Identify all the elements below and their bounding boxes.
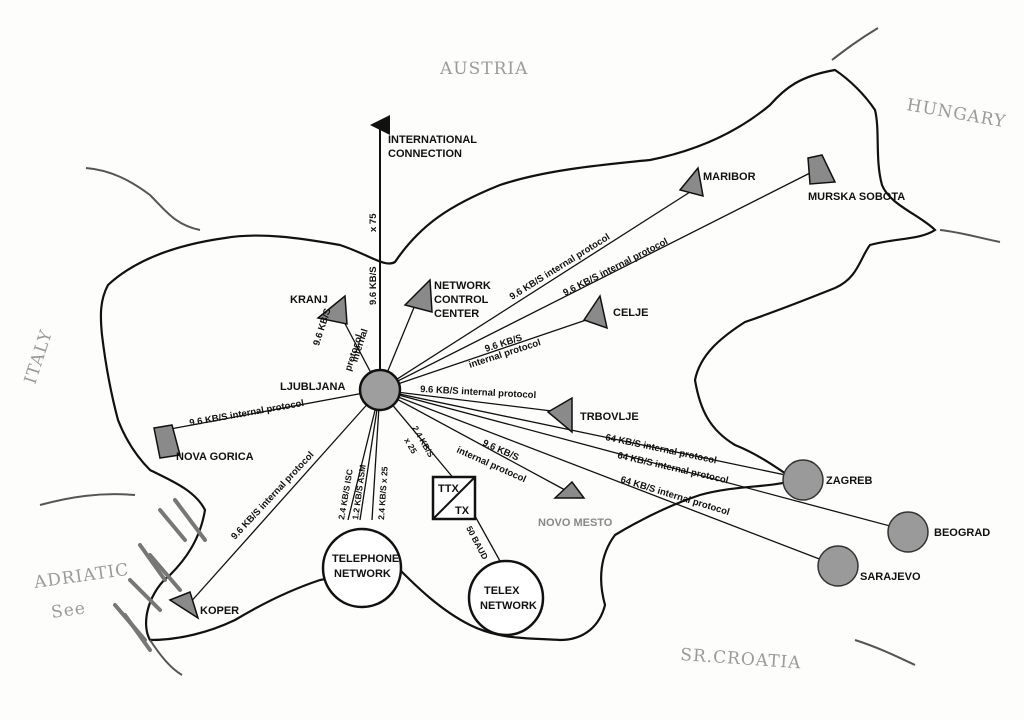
trbovlje-link-label: 9.6 KB/S internal protocol bbox=[420, 384, 537, 401]
ncc-label-3: CENTER bbox=[434, 308, 479, 320]
ttx-label: TTX bbox=[438, 483, 459, 495]
international-label-1: INTERNATIONAL bbox=[388, 134, 477, 146]
river-line bbox=[854, 639, 916, 666]
telephone-label-1: TELEPHONE bbox=[332, 553, 399, 565]
croatia-label: SR.CROATIA bbox=[680, 645, 802, 673]
trbovlje-label: TRBOVLJE bbox=[580, 411, 639, 423]
trbovlje-terminal-icon bbox=[546, 396, 573, 434]
link-lines bbox=[164, 115, 906, 606]
telephone-network-node bbox=[321, 527, 403, 609]
ncc-label-2: CONTROL bbox=[434, 294, 489, 306]
nova-gorica-link-label: 9.6 KB/S internal protocol bbox=[189, 398, 305, 429]
sea-label: See bbox=[50, 598, 87, 623]
coast-hatching bbox=[113, 498, 207, 652]
hungary-label: HUNGARY bbox=[905, 95, 1007, 132]
austria-label: AUSTRIA bbox=[439, 59, 528, 79]
murska-link-label: 9.6 KB/S internal protocol bbox=[561, 236, 669, 299]
kranj-terminal-icon bbox=[316, 294, 348, 325]
telex-baud-label: 50 BAUD bbox=[464, 524, 490, 561]
intl-link-mult: x 75 bbox=[368, 213, 379, 232]
river-line bbox=[939, 229, 1001, 243]
kranj-label: KRANJ bbox=[290, 294, 328, 306]
river-line bbox=[831, 27, 879, 61]
sarajevo-node bbox=[817, 545, 859, 587]
river-line bbox=[149, 639, 183, 676]
telex-label-2: NETWORK bbox=[480, 600, 537, 612]
telex-network-node bbox=[467, 559, 545, 637]
koper-link-label: 9.6 KB/S internal protocol bbox=[229, 450, 316, 542]
italy-label: ITALY bbox=[21, 327, 57, 386]
koper-terminal-icon bbox=[168, 591, 200, 620]
beograd-node bbox=[887, 511, 929, 553]
maribor-terminal-icon bbox=[678, 166, 704, 198]
novo-mesto-label: NOVO MESTO bbox=[538, 517, 613, 529]
zagreb-node bbox=[782, 459, 824, 501]
telephone-label-2: NETWORK bbox=[334, 568, 391, 580]
ljubljana-label: LJUBLJANA bbox=[280, 381, 345, 393]
zagreb-label: ZAGREB bbox=[826, 475, 873, 487]
murska-label: MURSKA SOBOTA bbox=[808, 191, 905, 203]
tx-label: TX bbox=[455, 505, 470, 517]
ncc-terminal-icon bbox=[403, 278, 433, 313]
novo-mesto-terminal-icon bbox=[553, 480, 586, 499]
maribor-link-label: 9.6 KB/S internal protocol bbox=[508, 232, 612, 303]
river-line bbox=[85, 167, 201, 231]
nova-gorica-label: NOVA GORICA bbox=[176, 451, 254, 463]
maribor-label: MARIBOR bbox=[703, 171, 756, 183]
slovenia-border bbox=[99, 68, 937, 642]
nova-gorica-terminal-icon bbox=[153, 424, 181, 459]
celje-terminal-icon bbox=[582, 294, 609, 330]
terminal-symbols bbox=[153, 154, 837, 620]
international-label-2: CONNECTION bbox=[388, 148, 462, 160]
intl-link-speed: 9.6 KB/S bbox=[368, 266, 379, 305]
koper-label: KOPER bbox=[200, 605, 239, 617]
celje-label: CELJE bbox=[613, 307, 648, 319]
ljubljana-node bbox=[358, 368, 402, 412]
beograd-label: BEOGRAD bbox=[934, 527, 990, 539]
telex-label-1: TELEX bbox=[484, 585, 520, 597]
tel-x25-label: 2.4 KB/S x 25 bbox=[376, 466, 390, 520]
kranj-link-label-1: 9.6 KB/S bbox=[311, 307, 333, 347]
adriatic-label: ADRIATIC bbox=[32, 560, 131, 593]
ttx-box bbox=[431, 475, 477, 521]
river-line bbox=[39, 493, 136, 506]
ncc-label-1: NETWORK bbox=[434, 280, 491, 292]
sarajevo-label: SARAJEVO bbox=[860, 571, 921, 583]
murska-terminal-icon bbox=[807, 154, 837, 185]
